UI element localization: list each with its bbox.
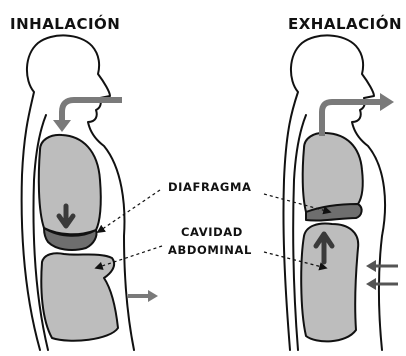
inhalation-title: INHALACIÓN bbox=[10, 14, 120, 33]
exhalation-lung bbox=[303, 133, 363, 212]
abdominal-label-line1: CAVIDAD bbox=[181, 225, 243, 239]
diaphragm-leader-left bbox=[98, 190, 160, 232]
air-in-arrowhead-icon bbox=[53, 120, 71, 132]
abdomen-in-arrows-icon bbox=[366, 260, 398, 290]
air-out-arrowhead-icon bbox=[380, 93, 394, 111]
inhalation-figure: INHALACIÓN bbox=[10, 14, 158, 350]
exhalation-figure: EXHALACIÓN bbox=[283, 14, 402, 350]
diaphragm-label: DIAFRAGMA bbox=[168, 180, 252, 194]
air-in-arrow-icon bbox=[62, 100, 122, 122]
abdomen-out-arrowhead-icon bbox=[148, 290, 158, 302]
exhalation-title: EXHALACIÓN bbox=[288, 14, 402, 33]
abdominal-label-line2: ABDOMINAL bbox=[168, 243, 252, 257]
abdominal-label-group: CAVIDAD ABDOMINAL bbox=[96, 225, 326, 268]
air-out-arrow-icon bbox=[322, 102, 382, 136]
inhalation-abdomen bbox=[41, 253, 118, 340]
